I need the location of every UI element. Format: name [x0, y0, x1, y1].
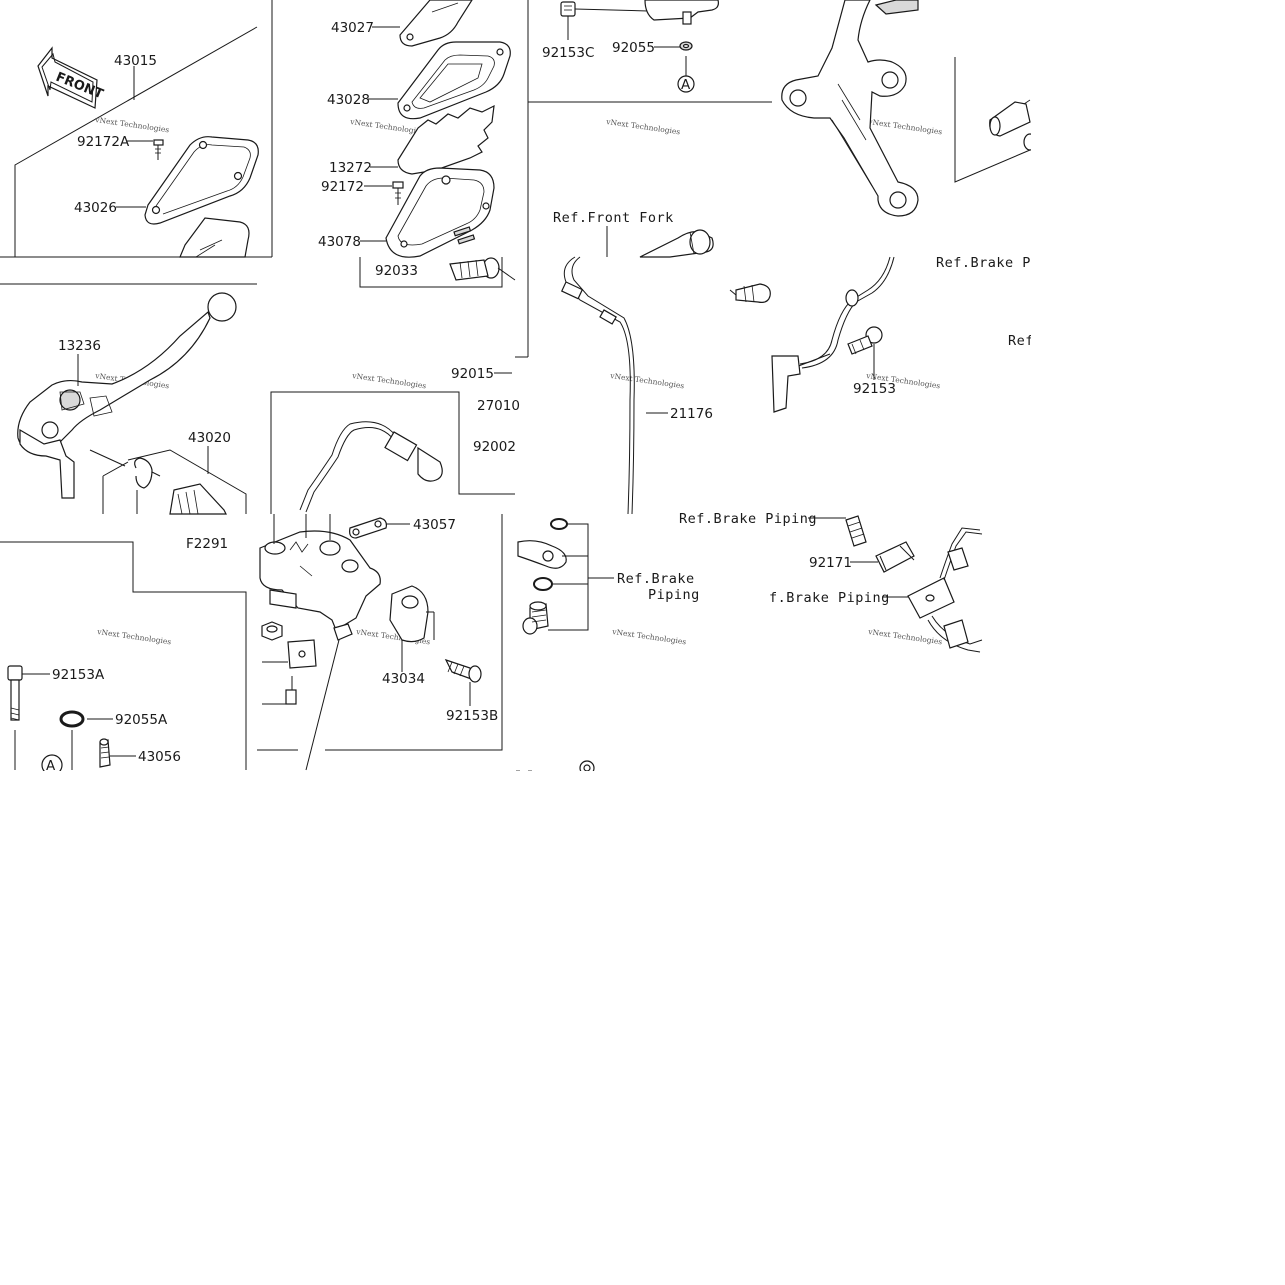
label-43015: 43015: [114, 53, 157, 69]
label-92153c: 92153C: [542, 45, 594, 61]
label-ref-brake-piping-mid: f.Brake Piping: [769, 590, 890, 606]
watermark: vNext Technologies: [351, 371, 427, 390]
label-43057: 43057: [413, 517, 456, 533]
label-piping: Piping: [648, 587, 700, 603]
label-ref-right: Ref: [1008, 333, 1034, 349]
part-92055A-oring: [59, 710, 85, 728]
part-92033-clamp-fitting: [449, 257, 516, 281]
part-13272-gasket: [397, 104, 495, 175]
watermark: vNext Technologies: [609, 371, 685, 390]
label-43020: 43020: [188, 430, 231, 446]
part-92172-screw: [392, 181, 404, 205]
watermark: vNext Technologies: [94, 115, 170, 134]
part-43027-cap: [399, 0, 473, 47]
part-92172A-screw: [153, 139, 164, 160]
label-92172a: 92172A: [77, 134, 130, 150]
label-43078: 43078: [318, 234, 361, 250]
brake-pipe-connector-left: [729, 283, 771, 303]
label-43034: 43034: [382, 671, 425, 687]
marker-a-text: A: [46, 758, 56, 774]
label-92015: 92015: [451, 366, 494, 382]
marker-a-text: A: [681, 77, 691, 93]
pressure-switch: [262, 639, 317, 705]
blank-area: [0, 771, 1285, 1285]
part-92153-bolt: [847, 326, 883, 355]
label-13272: 13272: [329, 160, 372, 176]
master-cylinder-fragment: [644, 0, 719, 25]
watermark: vNext Technologies: [867, 117, 943, 136]
label-43056: 43056: [138, 749, 181, 765]
label-92002: 92002: [473, 439, 516, 455]
watermark: vNext Technologies: [605, 117, 681, 136]
label-27010: 27010: [477, 398, 520, 414]
label-ref-front-fork: Ref.Front Fork: [553, 210, 674, 226]
label-92171: 92171: [809, 555, 852, 571]
watermark: vNext Technologies: [349, 117, 425, 136]
label-92172: 92172: [321, 179, 364, 195]
label-43026: 43026: [74, 200, 117, 216]
label-92153: 92153: [853, 381, 896, 397]
label-92055a: 92055A: [115, 712, 168, 728]
brake-lever-bracket: [781, 0, 919, 217]
front-direction-sign: FRONT: [37, 46, 105, 109]
part-21176-brake-hose: [560, 256, 635, 515]
label-92153a: 92153A: [52, 667, 105, 683]
footrest-pin: [989, 99, 1037, 151]
part-43034-clamp: [389, 585, 435, 672]
brake-pipe-right: [771, 256, 895, 413]
hose-joint-right: [845, 515, 983, 653]
part-43057-bracket: [349, 517, 387, 539]
label-ref-brake: Ref.Brake: [617, 571, 695, 587]
part-43056-bleeder: [99, 738, 111, 768]
label-ref-brake-piping-right: Ref.Brake Pi: [936, 255, 1040, 271]
marker-a-bottom: A: [41, 730, 73, 776]
marker-a-top: A: [677, 56, 695, 93]
part-labels: 43015 92172A 43026 43027 43028 13272 921…: [52, 20, 1040, 765]
label-92055: 92055: [612, 40, 655, 56]
watermark: vNext Technologies: [96, 627, 172, 646]
part-92153A-bolt: [7, 665, 50, 770]
part-43078-reservoir-body: [385, 167, 495, 258]
part-43028-diaphragm-plate: [397, 41, 511, 120]
master-cylinder-body: [259, 514, 381, 631]
blank-area-right: [1031, 0, 1285, 771]
brake-rod: [305, 623, 353, 771]
front-fork-fragment: [639, 229, 714, 258]
label-92153b: 92153B: [446, 708, 498, 724]
label-43028: 43028: [327, 92, 370, 108]
label-92033: 92033: [375, 263, 418, 279]
leader-lines: [77, 16, 908, 757]
banjo-fittings: [517, 518, 614, 635]
part-43020-adjuster: [89, 449, 247, 515]
part-92153C-bolt: [560, 1, 649, 17]
part-43026-reservoir-cover: [144, 136, 259, 258]
label-figure-code: F2291: [186, 536, 228, 552]
label-43027: 43027: [331, 20, 374, 36]
watermark: vNext Technologies: [867, 627, 943, 646]
part-27010-brake-switch: [299, 421, 443, 513]
label-21176: 21176: [670, 406, 713, 422]
part-92153B-bolt: [444, 658, 482, 706]
part-13236-brake-lever: [17, 292, 237, 499]
label-13236: 13236: [58, 338, 101, 354]
watermark: vNext Technologies: [611, 627, 687, 646]
label-ref-brake-piping-top: Ref.Brake Piping: [679, 511, 817, 527]
hex-nut: [261, 621, 283, 641]
part-92055-washer: [679, 41, 693, 51]
